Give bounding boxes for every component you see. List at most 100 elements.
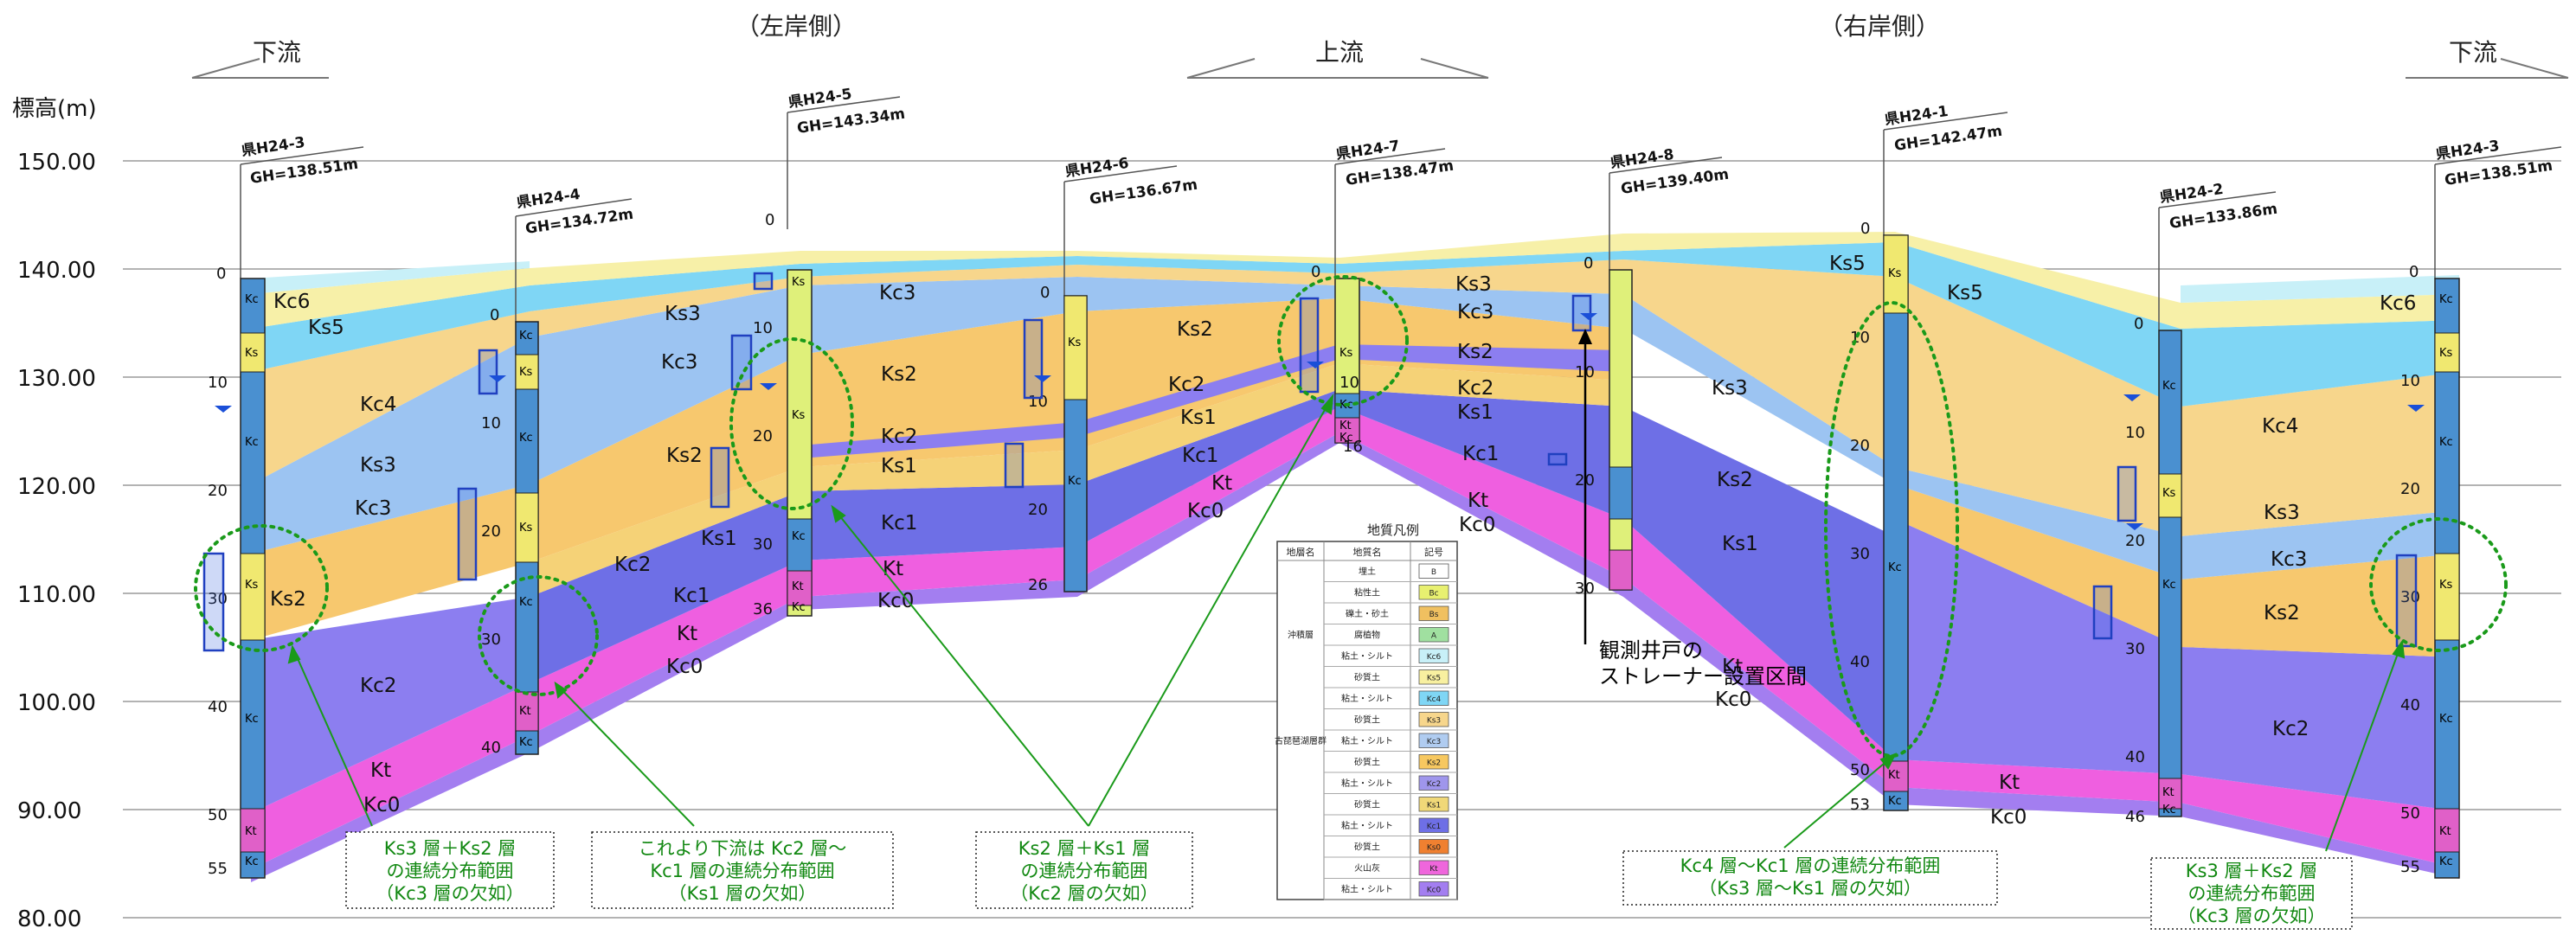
strainer-annotation: 観測井戸の ストレーナー設置区間 bbox=[1578, 329, 1807, 688]
depth-label: 46 bbox=[2125, 808, 2145, 826]
depth-label: 20 bbox=[1028, 501, 1048, 519]
layer-label: Ks2 bbox=[881, 363, 917, 386]
legend-formation: 古琵琶湖層群 bbox=[1275, 735, 1327, 746]
y-tick-130: 130.00 bbox=[17, 366, 96, 392]
legend-swatch bbox=[1418, 839, 1449, 855]
downstream-right-label: 下流 bbox=[2449, 38, 2497, 67]
depth-label: 40 bbox=[1850, 653, 1870, 671]
legend-swatch bbox=[1418, 817, 1449, 833]
callout-leader bbox=[1783, 753, 1896, 849]
borehole-column bbox=[1609, 269, 1633, 591]
legend-swatch bbox=[1418, 563, 1449, 579]
depth-label: 20 bbox=[2125, 532, 2145, 550]
core-code: Ks bbox=[519, 366, 533, 379]
highlight-ellipse bbox=[729, 337, 854, 510]
highlight-ellipse bbox=[1277, 275, 1409, 407]
borehole-gh: GH=143.34m bbox=[796, 106, 906, 138]
legend-header: 記号 bbox=[1424, 546, 1443, 558]
strainer-interval bbox=[478, 349, 498, 395]
core-band-kt bbox=[2434, 808, 2460, 853]
core-code: Kc bbox=[2439, 436, 2453, 449]
callout-text: （Kc2 層の欠如） bbox=[1010, 883, 1158, 904]
layer-label: Kc4 bbox=[2262, 415, 2298, 438]
borehole-gh: GH=138.51m bbox=[2444, 157, 2554, 189]
legend-swatch bbox=[1418, 860, 1449, 875]
depth-label: 20 bbox=[208, 482, 228, 500]
strainer-interval bbox=[710, 446, 730, 509]
legend-code: Kc1 bbox=[1427, 823, 1442, 831]
legend-code: Kc6 bbox=[1427, 653, 1442, 662]
water-level-icon bbox=[2407, 405, 2425, 412]
stratum-ks5 bbox=[251, 232, 2459, 329]
core-code: Kc bbox=[792, 530, 806, 543]
borehole-leader bbox=[1883, 112, 2008, 131]
layer-label: Ks3 bbox=[1455, 273, 1492, 296]
core-code: Kc bbox=[2439, 293, 2453, 306]
callout-text: Ks2 層＋Ks1 層 bbox=[1018, 838, 1151, 859]
layer-label: Kc3 bbox=[661, 351, 697, 374]
core-band-ks bbox=[240, 332, 266, 373]
core-band-ks bbox=[515, 354, 539, 390]
legend-swatch bbox=[1418, 648, 1449, 663]
core-band-ks bbox=[1063, 295, 1088, 400]
depth-label: 50 bbox=[208, 806, 228, 824]
layer-label: Ks2 bbox=[1717, 469, 1753, 491]
legend-code: Kt bbox=[1429, 865, 1438, 874]
strainer-interval bbox=[1299, 297, 1320, 394]
downstream-left-arrow bbox=[191, 58, 260, 79]
depth-label: 20 bbox=[1850, 437, 1870, 455]
layer-label: Kc4 bbox=[360, 394, 396, 416]
stratum-kt bbox=[251, 407, 2459, 869]
strainer-interval bbox=[2092, 585, 2113, 640]
core-code: Ks bbox=[1888, 267, 1902, 280]
core-band-ks bbox=[2434, 332, 2460, 373]
legend-swatch bbox=[1418, 733, 1449, 748]
legend-code: Bc bbox=[1429, 590, 1438, 599]
legend-geology-name: 粘土・シルト bbox=[1341, 820, 1393, 831]
layer-label: Kc2 bbox=[1168, 374, 1204, 396]
depth-label: 10 bbox=[481, 414, 501, 432]
core-code: Kt bbox=[2439, 825, 2451, 838]
core-band-kc bbox=[787, 518, 813, 572]
legend-geology-name: 粘性土 bbox=[1354, 587, 1380, 599]
layer-label: Kc3 bbox=[1457, 301, 1494, 323]
borehole-column bbox=[1883, 234, 1909, 811]
legend-code: Kc0 bbox=[1427, 887, 1442, 895]
legend-geology-name: 粘土・シルト bbox=[1341, 884, 1393, 895]
stratum-kc6 bbox=[251, 261, 530, 294]
layer-label: Kc0 bbox=[666, 656, 703, 678]
layer-label: Ks1 bbox=[881, 455, 917, 477]
layer-label: Ks2 bbox=[1177, 318, 1213, 341]
left-bank-label: （左岸側） bbox=[736, 12, 857, 41]
callout-text: Ks3 層＋Ks2 層 bbox=[384, 838, 517, 859]
borehole-leader bbox=[2434, 146, 2562, 165]
core-code: Ks bbox=[2439, 579, 2453, 592]
depth-label: 10 bbox=[208, 374, 228, 392]
core-code: Kc bbox=[2162, 380, 2176, 393]
water-level-icon bbox=[215, 406, 232, 413]
legend-swatch bbox=[1418, 754, 1449, 770]
layer-label: Ks3 bbox=[360, 454, 396, 477]
layer-label: Kc1 bbox=[881, 512, 917, 535]
layer-label: Kt bbox=[1722, 656, 1743, 678]
legend-swatch bbox=[1418, 585, 1449, 600]
highlight-ellipses bbox=[194, 275, 2508, 758]
strainer-note-line1: 観測井戸の bbox=[1599, 638, 1703, 663]
core-band-kt bbox=[240, 808, 266, 853]
core-band-kt bbox=[515, 691, 539, 732]
legend-code: Kc4 bbox=[1427, 695, 1442, 704]
upstream-label: 上流 bbox=[1315, 38, 1364, 67]
stratum-kc0 bbox=[251, 432, 2459, 882]
depth-label: 20 bbox=[753, 427, 773, 445]
layer-label: Ks5 bbox=[308, 317, 344, 339]
strainer-note-line2: ストレーナー設置区間 bbox=[1599, 664, 1807, 688]
callout-boxes: Ks3 層＋Ks2 層 の連続分布範囲 （Kc3 層の欠如） これより下流は K… bbox=[345, 831, 2353, 930]
core-code: Ks bbox=[792, 409, 806, 422]
depth-label: 20 bbox=[481, 522, 501, 541]
strainer-interval bbox=[753, 272, 774, 291]
legend-geology-name: 腐植物 bbox=[1354, 630, 1380, 641]
legend-code: Bs bbox=[1429, 611, 1439, 619]
